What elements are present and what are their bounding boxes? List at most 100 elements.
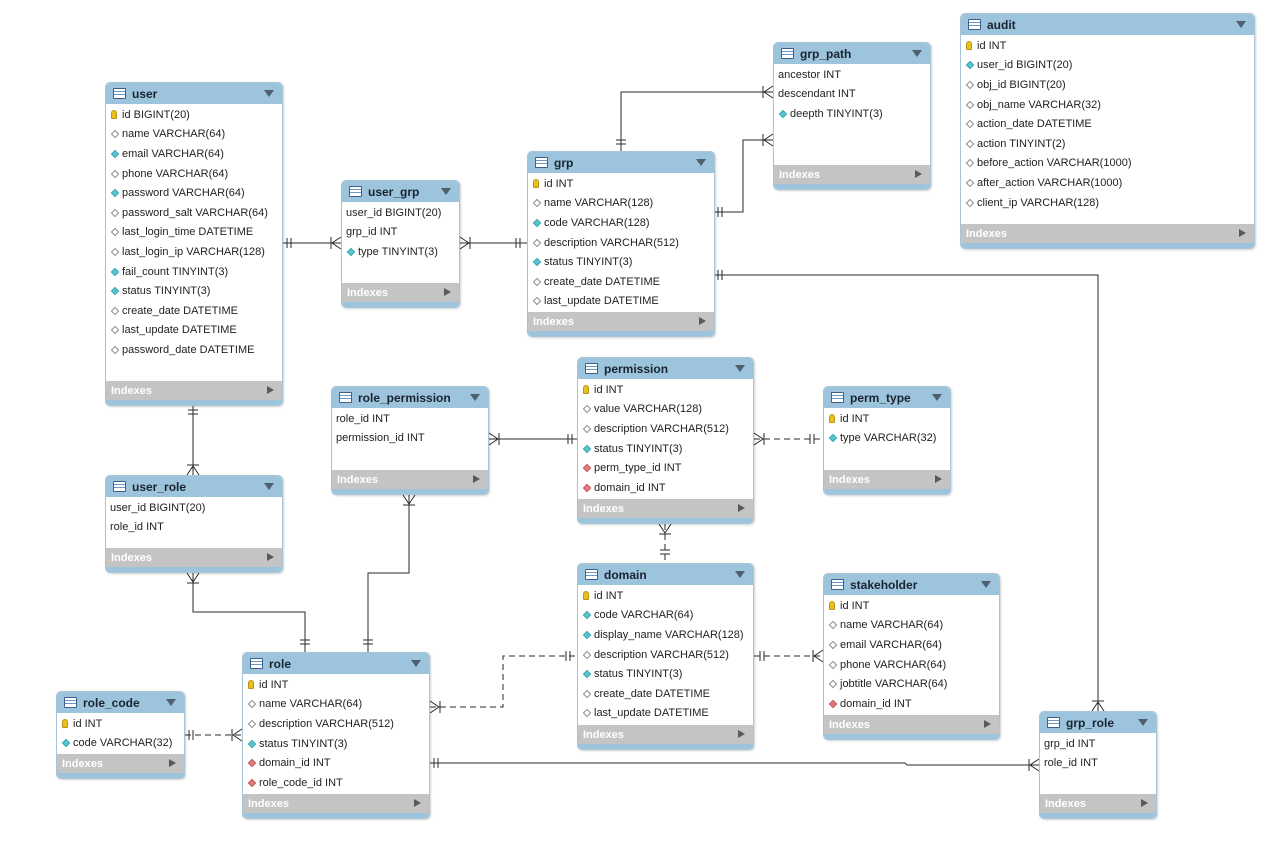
- column-row[interactable]: code VARCHAR(32): [57, 734, 184, 754]
- column-row[interactable]: perm_type_id INT: [578, 458, 753, 478]
- table-header[interactable]: grp_role: [1040, 712, 1156, 733]
- indexes-section[interactable]: Indexes: [106, 381, 282, 400]
- column-row[interactable]: value VARCHAR(128): [578, 400, 753, 420]
- expand-arrow-icon[interactable]: [473, 475, 480, 483]
- table-user[interactable]: user id BIGINT(20)name VARCHAR(64)email …: [105, 82, 283, 406]
- column-row[interactable]: id INT: [961, 36, 1254, 56]
- column-row[interactable]: status TINYINT(3): [243, 734, 429, 754]
- column-row[interactable]: id INT: [578, 586, 753, 606]
- expand-arrow-icon[interactable]: [267, 386, 274, 394]
- column-row[interactable]: role_id INT: [106, 518, 282, 538]
- column-row[interactable]: grp_id INT: [342, 223, 459, 243]
- indexes-section[interactable]: Indexes: [824, 470, 950, 489]
- collapse-arrow-icon[interactable]: [735, 365, 745, 372]
- table-header[interactable]: user_grp: [342, 181, 459, 202]
- expand-arrow-icon[interactable]: [984, 720, 991, 728]
- column-row[interactable]: ancestor INT: [774, 65, 930, 85]
- expand-arrow-icon[interactable]: [738, 730, 745, 738]
- column-row[interactable]: last_update DATETIME: [578, 704, 753, 724]
- column-row[interactable]: status TINYINT(3): [528, 252, 714, 272]
- column-row[interactable]: type VARCHAR(32): [824, 429, 950, 449]
- indexes-section[interactable]: Indexes: [528, 312, 714, 331]
- column-row[interactable]: name VARCHAR(64): [243, 695, 429, 715]
- column-row[interactable]: description VARCHAR(512): [578, 419, 753, 439]
- indexes-section[interactable]: Indexes: [578, 725, 753, 744]
- column-row[interactable]: jobtitle VARCHAR(64): [824, 674, 999, 694]
- expand-arrow-icon[interactable]: [1239, 229, 1246, 237]
- collapse-arrow-icon[interactable]: [696, 159, 706, 166]
- column-row[interactable]: name VARCHAR(64): [824, 616, 999, 636]
- column-row[interactable]: create_date DATETIME: [528, 272, 714, 292]
- collapse-arrow-icon[interactable]: [932, 394, 942, 401]
- column-row[interactable]: role_code_id INT: [243, 773, 429, 793]
- collapse-arrow-icon[interactable]: [1236, 21, 1246, 28]
- column-row[interactable]: role_id INT: [332, 409, 488, 429]
- collapse-arrow-icon[interactable]: [912, 50, 922, 57]
- column-row[interactable]: password_date DATETIME: [106, 340, 282, 360]
- collapse-arrow-icon[interactable]: [411, 660, 421, 667]
- expand-arrow-icon[interactable]: [738, 504, 745, 512]
- indexes-section[interactable]: Indexes: [774, 165, 930, 184]
- table-user-role[interactable]: user_role user_id BIGINT(20)role_id INT …: [105, 475, 283, 573]
- collapse-arrow-icon[interactable]: [166, 699, 176, 706]
- table-header[interactable]: stakeholder: [824, 574, 999, 595]
- collapse-arrow-icon[interactable]: [735, 571, 745, 578]
- column-row[interactable]: user_id BIGINT(20): [342, 203, 459, 223]
- column-row[interactable]: description VARCHAR(512): [528, 233, 714, 253]
- collapse-arrow-icon[interactable]: [470, 394, 480, 401]
- column-row[interactable]: code VARCHAR(128): [528, 213, 714, 233]
- expand-arrow-icon[interactable]: [169, 759, 176, 767]
- column-row[interactable]: user_id BIGINT(20): [961, 56, 1254, 76]
- column-row[interactable]: code VARCHAR(64): [578, 606, 753, 626]
- indexes-section[interactable]: Indexes: [824, 715, 999, 734]
- column-row[interactable]: id INT: [824, 409, 950, 429]
- expand-arrow-icon[interactable]: [414, 799, 421, 807]
- column-row[interactable]: role_id INT: [1040, 754, 1156, 774]
- table-header[interactable]: audit: [961, 14, 1254, 35]
- table-header[interactable]: grp: [528, 152, 714, 173]
- indexes-section[interactable]: Indexes: [961, 224, 1254, 243]
- column-row[interactable]: id INT: [243, 675, 429, 695]
- column-row[interactable]: action_date DATETIME: [961, 114, 1254, 134]
- table-header[interactable]: permission: [578, 358, 753, 379]
- column-row[interactable]: after_action VARCHAR(1000): [961, 173, 1254, 193]
- column-row[interactable]: deepth TINYINT(3): [774, 104, 930, 124]
- column-row[interactable]: phone VARCHAR(64): [824, 655, 999, 675]
- column-row[interactable]: id INT: [578, 380, 753, 400]
- column-row[interactable]: email VARCHAR(64): [824, 635, 999, 655]
- column-row[interactable]: email VARCHAR(64): [106, 144, 282, 164]
- column-row[interactable]: password VARCHAR(64): [106, 183, 282, 203]
- column-row[interactable]: obj_name VARCHAR(32): [961, 95, 1254, 115]
- table-header[interactable]: role_code: [57, 692, 184, 713]
- expand-arrow-icon[interactable]: [444, 288, 451, 296]
- column-row[interactable]: before_action VARCHAR(1000): [961, 154, 1254, 174]
- column-row[interactable]: status TINYINT(3): [106, 281, 282, 301]
- table-header[interactable]: perm_type: [824, 387, 950, 408]
- column-row[interactable]: last_update DATETIME: [106, 321, 282, 341]
- indexes-section[interactable]: Indexes: [1040, 794, 1156, 813]
- collapse-arrow-icon[interactable]: [441, 188, 451, 195]
- expand-arrow-icon[interactable]: [267, 553, 274, 561]
- column-row[interactable]: create_date DATETIME: [578, 684, 753, 704]
- table-header[interactable]: user: [106, 83, 282, 104]
- column-row[interactable]: obj_id BIGINT(20): [961, 75, 1254, 95]
- column-row[interactable]: create_date DATETIME: [106, 301, 282, 321]
- indexes-section[interactable]: Indexes: [578, 499, 753, 518]
- table-header[interactable]: role: [243, 653, 429, 674]
- indexes-section[interactable]: Indexes: [106, 548, 282, 567]
- expand-arrow-icon[interactable]: [699, 317, 706, 325]
- column-row[interactable]: status TINYINT(3): [578, 664, 753, 684]
- expand-arrow-icon[interactable]: [1141, 799, 1148, 807]
- column-row[interactable]: domain_id INT: [578, 478, 753, 498]
- column-row[interactable]: description VARCHAR(512): [243, 714, 429, 734]
